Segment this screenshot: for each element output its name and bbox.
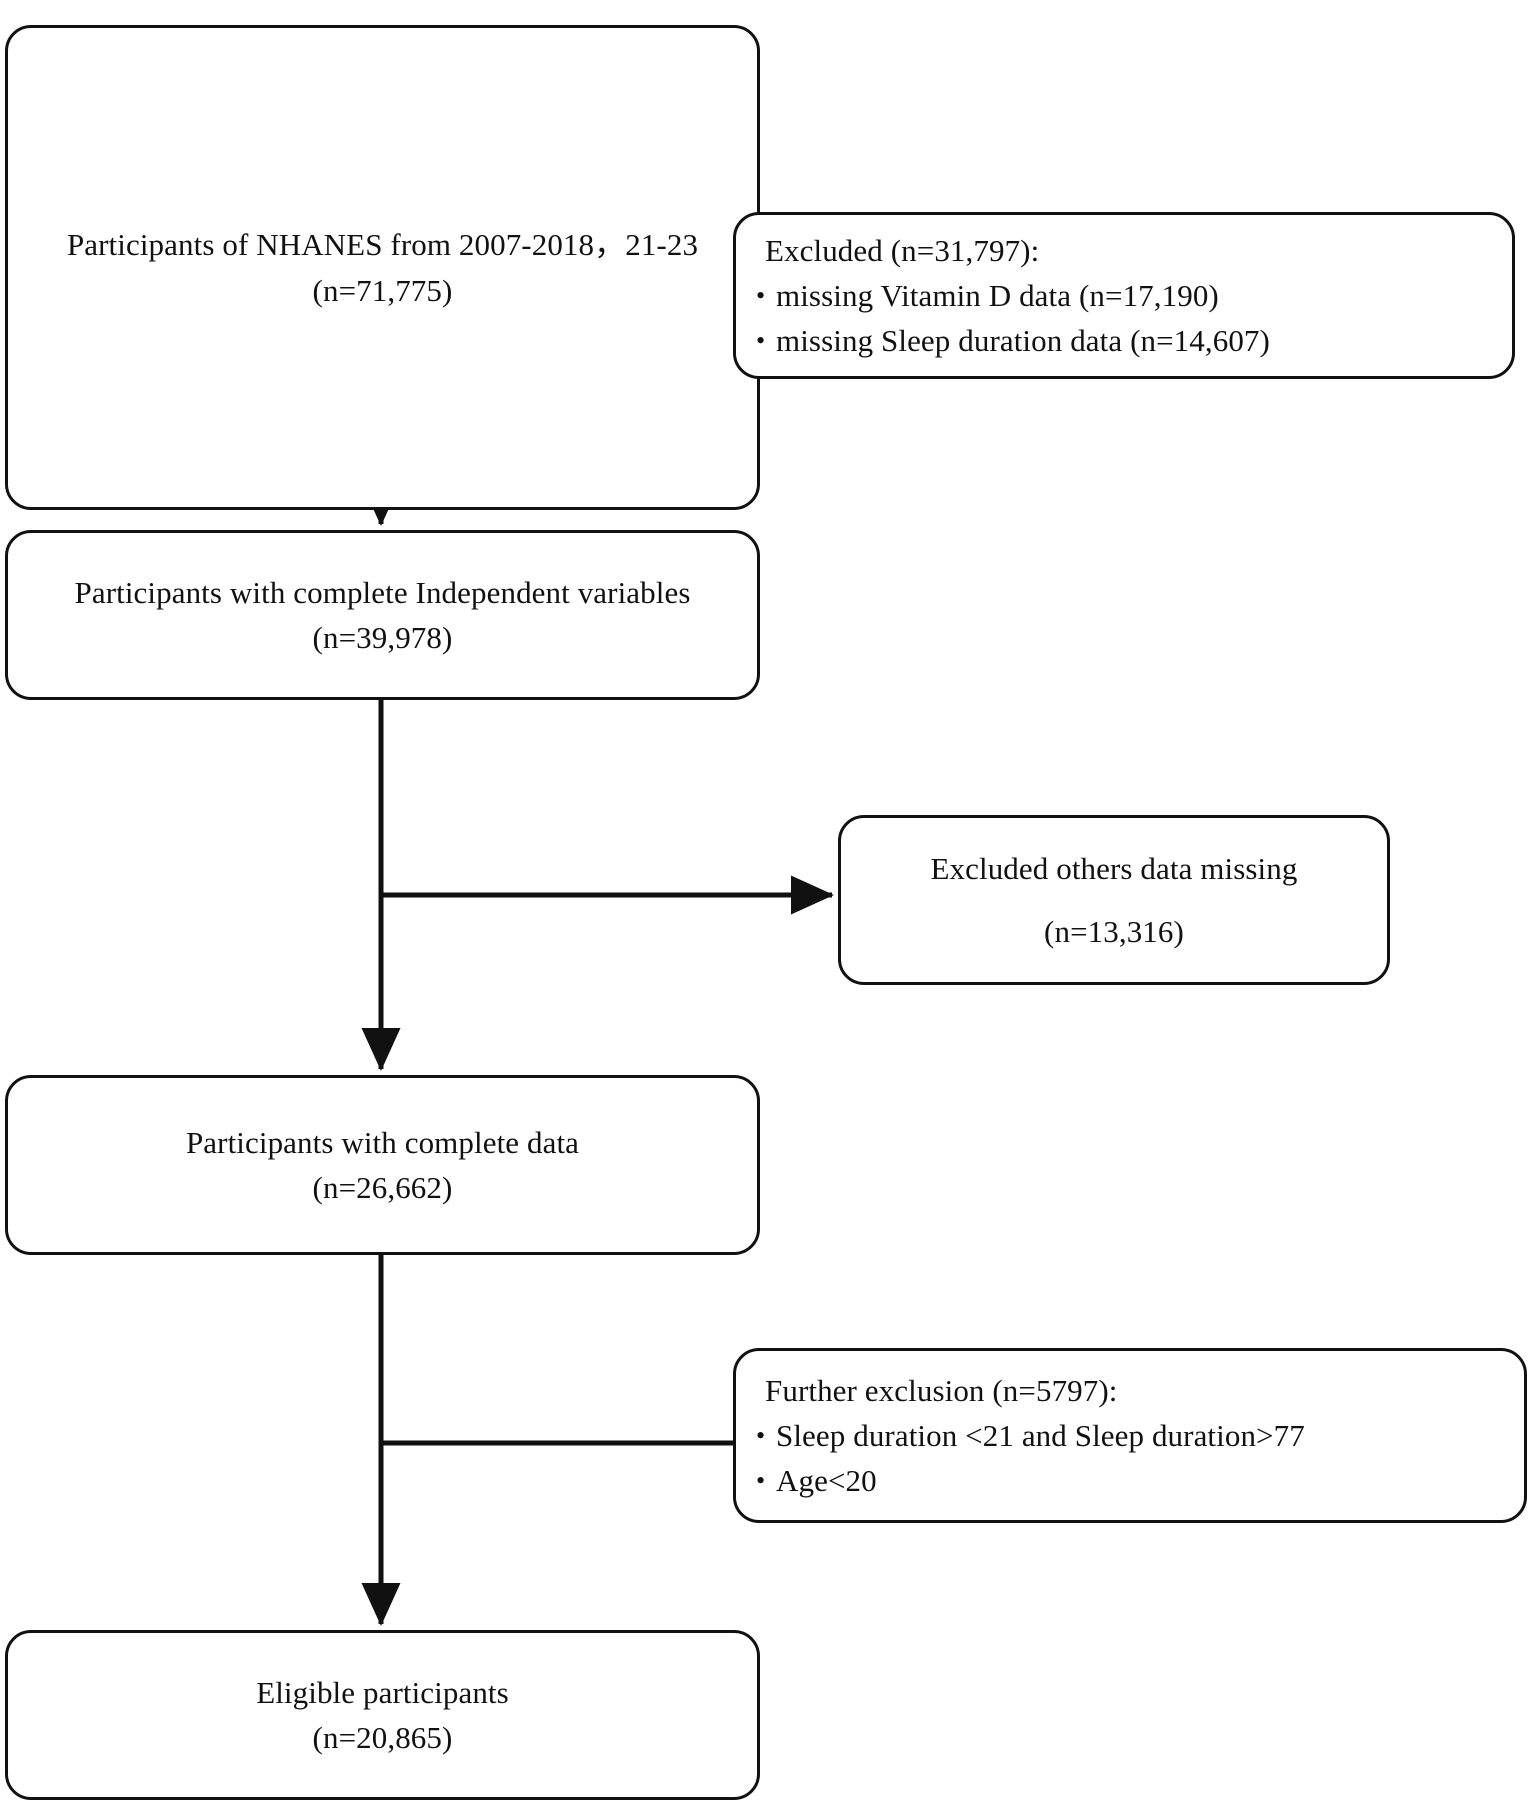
- further-exclusion-reason-1: Sleep duration <21 and Sleep duration>77: [736, 1413, 1305, 1458]
- excluded-others-missing-line-2: (n=13,316): [1044, 914, 1184, 949]
- excluded-missing-exposure-heading: Excluded (n=31,797):: [765, 232, 1040, 268]
- further-exclusion-reason-2: Age<20: [736, 1458, 877, 1503]
- further-exclusion-heading: Further exclusion (n=5797):: [765, 1372, 1118, 1408]
- node-source-population[interactable]: Participants of NHANES from 2007-2018，21…: [5, 25, 760, 510]
- node-complete-data-line-2: (n=26,662): [312, 1170, 453, 1205]
- node-further-exclusion[interactable]: Further exclusion (n=5797): Sleep durati…: [733, 1348, 1527, 1523]
- node-complete-independent-variables-line-2: (n=39,978): [312, 620, 453, 655]
- node-complete-independent-variables[interactable]: Participants with complete Independent v…: [5, 530, 760, 700]
- node-excluded-others-missing[interactable]: Excluded others data missing (n=13,316): [838, 815, 1390, 985]
- excluded-missing-exposure-reason-1: missing Vitamin D data (n=17,190): [736, 273, 1219, 318]
- node-eligible-participants-line-1: Eligible participants: [256, 1674, 509, 1710]
- excluded-missing-exposure-reason-2: missing Sleep duration data (n=14,607): [736, 318, 1270, 363]
- node-eligible-participants[interactable]: Eligible participants (n=20,865): [5, 1630, 760, 1800]
- node-complete-data[interactable]: Participants with complete data (n=26,66…: [5, 1075, 760, 1255]
- node-excluded-missing-exposure[interactable]: Excluded (n=31,797): missing Vitamin D d…: [733, 212, 1515, 379]
- node-complete-independent-variables-line-1: Participants with complete Independent v…: [74, 574, 691, 610]
- node-source-population-line-2: (n=71,775): [312, 272, 453, 308]
- node-source-population-line-1: Participants of NHANES from 2007-2018，21…: [66, 227, 699, 263]
- excluded-others-missing-line-1: Excluded others data missing: [930, 850, 1298, 886]
- node-complete-data-line-1: Participants with complete data: [185, 1124, 580, 1160]
- node-eligible-participants-line-2: (n=20,865): [312, 1720, 453, 1755]
